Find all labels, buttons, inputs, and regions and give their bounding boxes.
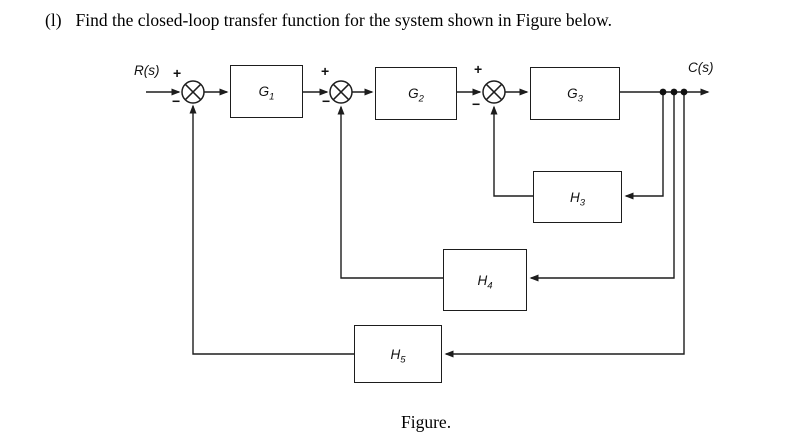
sum3-plus-sign: + <box>474 61 483 77</box>
block-h3: H3 <box>533 171 622 223</box>
block-h5: H5 <box>354 325 442 383</box>
wire-h3-to-sum3 <box>490 105 533 197</box>
output-signal-label: C(s) <box>688 60 714 75</box>
block-g3-label: G3 <box>567 86 583 105</box>
block-h5-label: H5 <box>390 346 406 366</box>
sum2-plus-sign: + <box>321 63 330 79</box>
branch-dot-1 <box>659 88 667 96</box>
block-g1: G1 <box>230 65 303 118</box>
block-g1-label: G1 <box>258 84 275 103</box>
sum1-plus-sign: + <box>173 65 182 81</box>
branch-dot-3 <box>680 88 688 96</box>
wire-branch2-to-h4 <box>529 92 675 282</box>
branch-dot-2 <box>670 88 678 96</box>
block-g2: G2 <box>375 67 457 120</box>
problem-statement: (l) Find the closed-loop transfer functio… <box>45 10 612 31</box>
block-h3-label: H3 <box>569 189 586 209</box>
sum3-minus-sign: − <box>472 96 481 112</box>
summing-junction-3 <box>482 80 506 104</box>
input-signal-label: R(s) <box>134 63 160 78</box>
sum1-minus-sign: − <box>172 93 181 109</box>
item-marker: (l) <box>45 10 62 30</box>
summing-junction-2 <box>329 80 353 104</box>
wire-h4-to-sum2 <box>337 105 443 279</box>
figure-caption: Figure. <box>401 412 452 432</box>
wire-h5-to-sum1 <box>189 104 354 355</box>
sum2-minus-sign: − <box>322 93 331 109</box>
problem-text: Find the closed-loop transfer function f… <box>75 10 612 30</box>
summing-junction-1 <box>181 80 205 104</box>
block-h4-label: H4 <box>477 272 493 292</box>
wire-branch3-to-h5 <box>444 92 685 358</box>
block-h4: H4 <box>443 249 527 311</box>
block-g3: G3 <box>530 67 620 120</box>
wire-branch1-to-h3 <box>624 92 664 200</box>
block-g2-label: G2 <box>408 86 424 105</box>
